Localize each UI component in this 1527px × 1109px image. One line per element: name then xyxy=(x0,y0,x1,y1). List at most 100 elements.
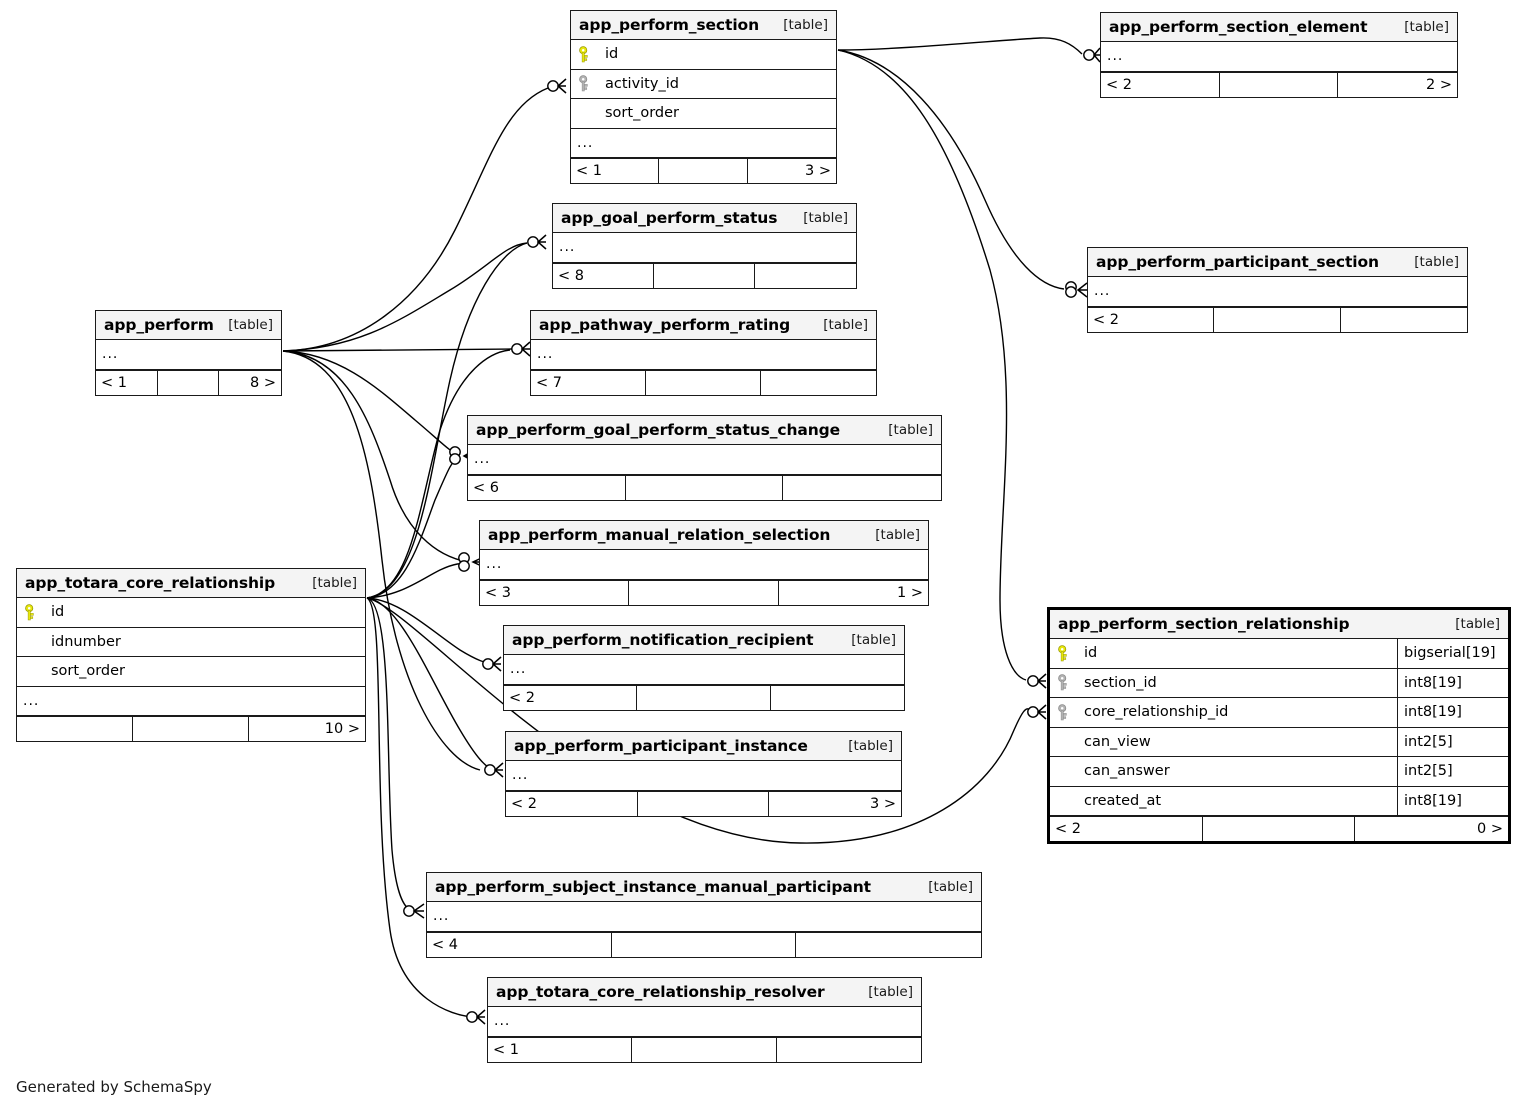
table-footer: < 3 1 > xyxy=(480,579,928,605)
footer-left-count: < 1 xyxy=(96,370,158,395)
table-column-row: activity_id xyxy=(571,69,836,99)
table-more-columns-row: ... xyxy=(1088,277,1467,307)
table-header: app_perform_participant_instance[table] xyxy=(506,732,901,761)
table-app-totara-core-relationship-resolver[interactable]: app_totara_core_relationship_resolver[ta… xyxy=(487,977,922,1063)
footer-right-count xyxy=(755,264,856,288)
footer-right-count xyxy=(796,933,981,957)
primary-key-icon xyxy=(1058,644,1071,662)
table-app-perform-participant-section[interactable]: app_perform_participant_section[table]..… xyxy=(1087,247,1468,333)
column-type-cell: int8[19] xyxy=(1397,698,1508,727)
table-type-tag: [table] xyxy=(783,16,828,33)
no-key-spacer xyxy=(25,663,38,680)
column-name-cell: id xyxy=(1050,644,1397,662)
ellipsis-label: ... xyxy=(23,692,40,709)
table-title: app_perform_goal_perform_status_change xyxy=(476,420,841,439)
column-name-cell: sort_order xyxy=(17,663,365,680)
table-type-tag: [table] xyxy=(823,316,868,333)
table-app-perform-notification-recipient[interactable]: app_perform_notification_recipient[table… xyxy=(503,625,905,711)
footer-left-count: < 4 xyxy=(427,932,612,957)
column-label: sort_order xyxy=(51,663,125,680)
table-column-row: sort_order xyxy=(17,657,365,687)
column-name-cell: can_view xyxy=(1050,733,1397,750)
table-more-columns-row: ... xyxy=(427,902,981,932)
column-name-cell: idnumber xyxy=(17,633,365,650)
table-header: app_perform_subject_instance_manual_part… xyxy=(427,873,981,902)
table-app-perform-section-element[interactable]: app_perform_section_element[table]... < 2… xyxy=(1100,12,1458,98)
footer-middle-count xyxy=(626,475,784,500)
table-app-perform-section-relationship[interactable]: app_perform_section_relationship[table]i… xyxy=(1047,607,1511,844)
table-type-tag: [table] xyxy=(875,526,920,543)
ellipsis-label: ... xyxy=(577,134,594,151)
table-app-totara-core-relationship[interactable]: app_totara_core_relationship[table]id idn… xyxy=(16,568,366,742)
table-header: app_perform_participant_section[table] xyxy=(1088,248,1467,277)
table-type-tag: [table] xyxy=(868,983,913,1000)
footer-middle-count xyxy=(629,580,779,605)
column-label: activity_id xyxy=(605,75,679,92)
column-label: can_answer xyxy=(1084,763,1170,780)
table-header: app_totara_core_relationship_resolver[ta… xyxy=(488,978,921,1007)
footer-left-count: < 1 xyxy=(571,159,660,183)
footer-right-count: 3 > xyxy=(870,795,897,812)
column-label: core_relationship_id xyxy=(1084,704,1229,721)
table-footer: < 4 xyxy=(427,931,981,957)
column-name-cell: id xyxy=(17,603,365,621)
table-title: app_totara_core_relationship xyxy=(25,573,276,592)
footer-left-count: < 2 xyxy=(1101,72,1220,97)
footer-middle-count xyxy=(612,932,797,957)
table-header: app_totara_core_relationship[table] xyxy=(17,569,365,598)
table-app-perform-participant-instance[interactable]: app_perform_participant_instance[table].… xyxy=(505,731,902,817)
footer-middle-count xyxy=(638,791,770,816)
table-app-pathway-perform-rating[interactable]: app_pathway_perform_rating[table]...< 7 xyxy=(530,310,877,396)
table-title: app_perform_manual_relation_selection xyxy=(488,525,831,544)
column-label: idnumber xyxy=(51,633,121,650)
table-header: app_perform_section_relationship[table] xyxy=(1050,610,1508,639)
footer-middle-count xyxy=(158,370,220,395)
footer-right-count: 1 > xyxy=(897,584,923,601)
primary-key-icon xyxy=(579,45,592,63)
ellipsis-label: ... xyxy=(494,1013,511,1030)
table-type-tag: [table] xyxy=(1455,615,1500,632)
foreign-key-icon xyxy=(1058,674,1071,691)
table-app-perform-subject-instance-manual-participant[interactable]: app_perform_subject_instance_manual_part… xyxy=(426,872,982,958)
column-label: created_at xyxy=(1084,792,1162,809)
table-type-tag: [table] xyxy=(888,421,933,438)
table-type-tag: [table] xyxy=(1414,253,1459,270)
footer-right-count: 8 > xyxy=(250,374,277,391)
footer-left-count: < 2 xyxy=(1050,817,1203,841)
table-title: app_perform_subject_instance_manual_part… xyxy=(435,877,871,896)
table-header: app_goal_perform_status[table] xyxy=(553,204,856,233)
ellipsis-label: ... xyxy=(1094,283,1111,300)
ellipsis-label: ... xyxy=(559,239,576,256)
table-column-row: core_relationship_id int8[19] xyxy=(1050,698,1508,728)
foreign-key-icon xyxy=(1058,703,1071,721)
column-label: sort_order xyxy=(605,105,679,122)
table-app-perform-goal-perform-status-change[interactable]: app_perform_goal_perform_status_change [t… xyxy=(467,415,942,501)
footer-right-count xyxy=(777,1038,921,1062)
column-label: id xyxy=(51,604,65,621)
footer-left-count: < 6 xyxy=(468,475,626,500)
table-more-columns-row: ... xyxy=(531,340,876,370)
table-app-perform-manual-relation-selection[interactable]: app_perform_manual_relation_selection [ta… xyxy=(479,520,929,606)
footer-left-count: < 2 xyxy=(1088,307,1215,332)
footer-right-count xyxy=(761,371,876,395)
table-app-goal-perform-status[interactable]: app_goal_perform_status[table]...< 8 xyxy=(552,203,857,289)
no-key-spacer xyxy=(579,105,592,122)
table-header: app_pathway_perform_rating[table] xyxy=(531,311,876,340)
footer-left-count: < 3 xyxy=(480,580,630,605)
ellipsis-label: ... xyxy=(1107,48,1124,65)
footer-right-count xyxy=(1341,308,1467,332)
table-header: app_perform_manual_relation_selection [ta… xyxy=(480,521,928,550)
no-key-spacer xyxy=(25,633,38,650)
table-header: app_perform_section_element[table] xyxy=(1101,13,1457,42)
column-type-cell: bigserial[19] xyxy=(1397,639,1508,668)
column-name-cell: section_id xyxy=(1050,674,1397,691)
table-title: app_perform_section xyxy=(579,15,760,34)
